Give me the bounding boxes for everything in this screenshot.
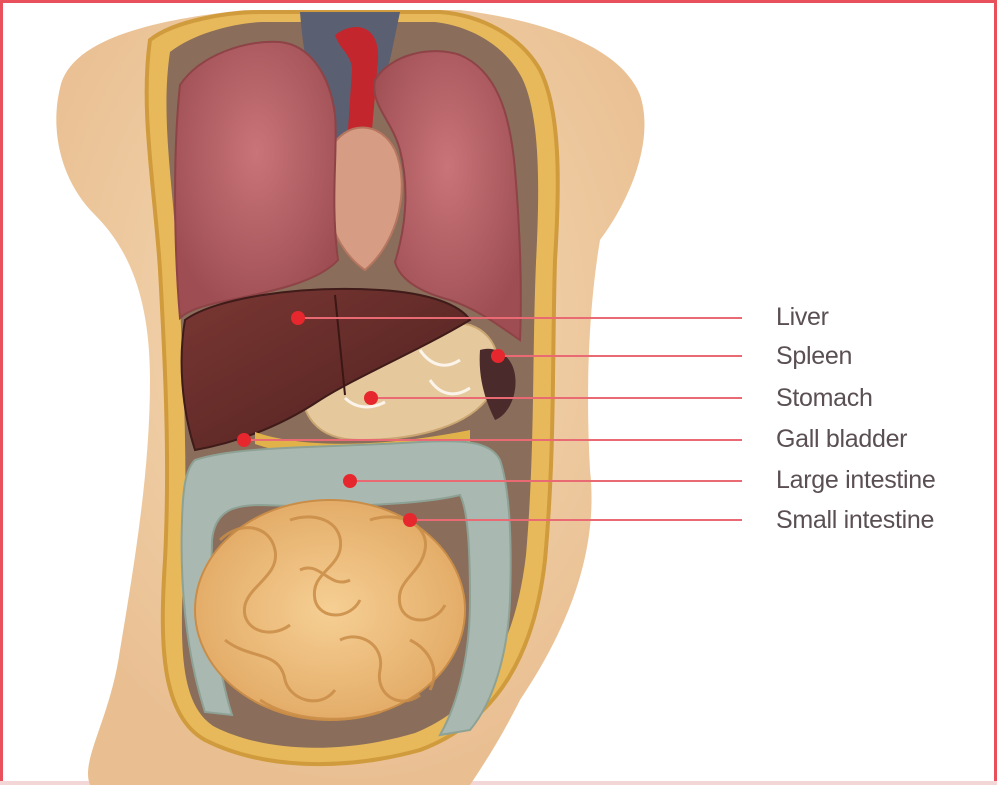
label-spleen: Spleen (776, 341, 852, 371)
marker-large-intestine (343, 474, 357, 488)
marker-gall-bladder (237, 433, 251, 447)
label-stomach: Stomach (776, 383, 873, 413)
label-small-intestine: Small intestine (776, 505, 934, 535)
label-gall-bladder: Gall bladder (776, 424, 907, 454)
marker-spleen (491, 349, 505, 363)
right-lung (175, 42, 338, 318)
small-intestine (195, 500, 465, 720)
label-liver: Liver (776, 302, 829, 332)
marker-small-intestine (403, 513, 417, 527)
label-large-intestine: Large intestine (776, 465, 936, 495)
marker-stomach (364, 391, 378, 405)
marker-liver (291, 311, 305, 325)
